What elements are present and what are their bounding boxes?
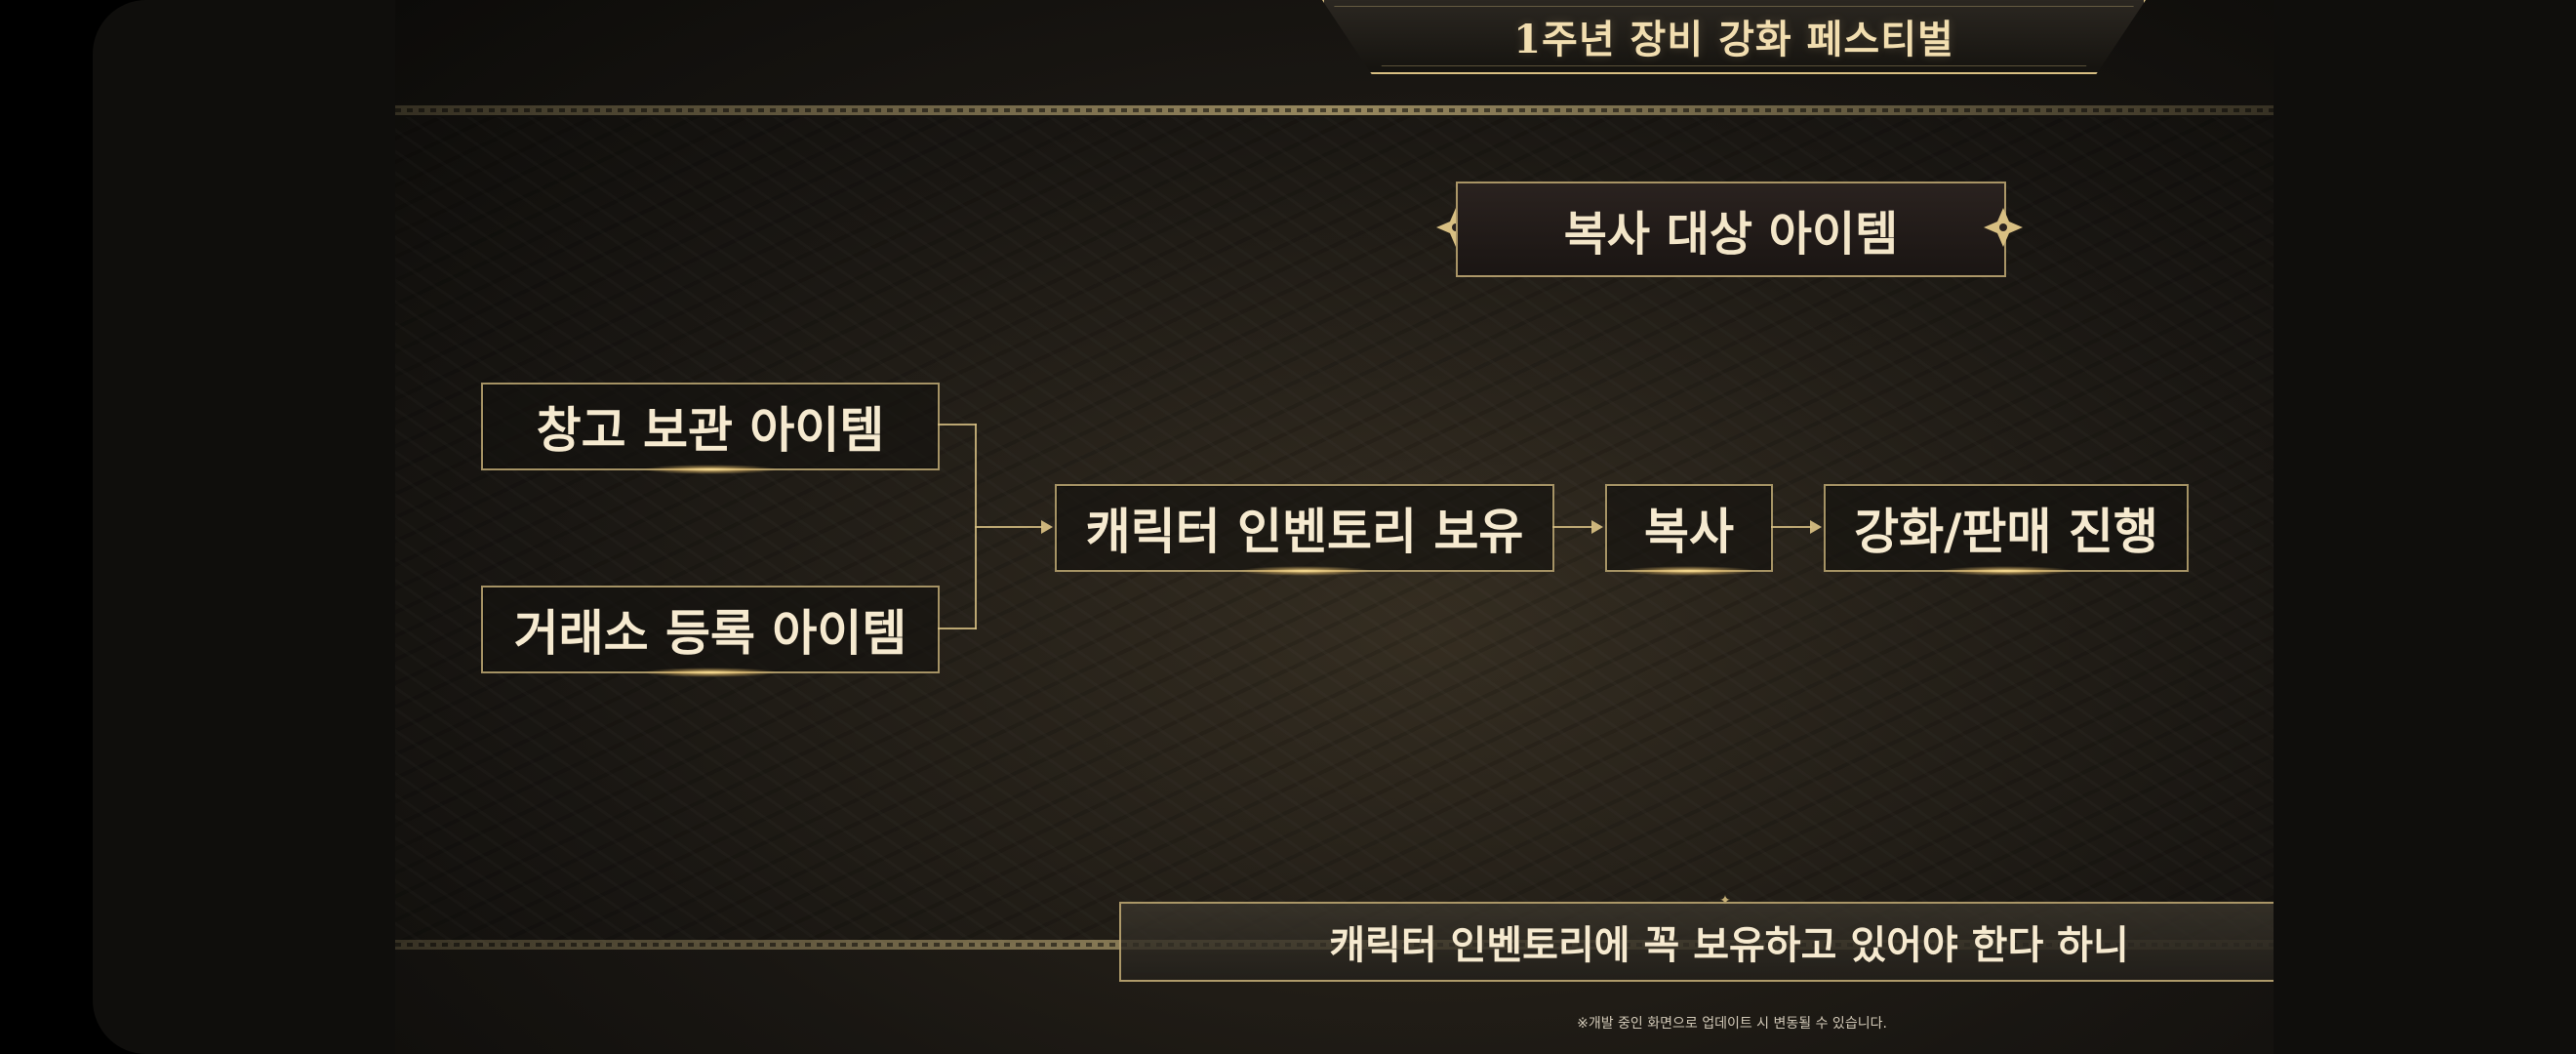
source-box-exchange-label: 거래소 등록 아이템	[513, 605, 907, 662]
ornament-right-icon	[1982, 206, 2025, 249]
copy-target-title-text: 복사 대상 아이템	[1563, 207, 1899, 262]
subtitle-caption: 캐릭터 인벤토리에 꼭 보유하고 있어야 한다 하니	[1119, 902, 2274, 982]
source-box-exchange: 거래소 등록 아이템	[481, 586, 940, 677]
event-banner-title: 1주년 장비 강화 페스티벌	[1322, 0, 2146, 74]
connector-copy-to-enhance	[1771, 526, 1812, 528]
step-inventory-glow	[1236, 566, 1373, 576]
copy-target-title: 복사 대상 아이템	[1456, 182, 2006, 277]
step-copy-glow	[1621, 566, 1757, 576]
subtitle-text: 캐릭터 인벤토리에 꼭 보유하고 있어야 한다 하니	[1329, 923, 2129, 968]
arrow-to-inventory-icon	[1041, 520, 1053, 534]
step-copy-label: 복사	[1644, 504, 1734, 560]
development-disclaimer: ※개발 중인 화면으로 업데이트 시 변동될 수 있습니다.	[1577, 1016, 1887, 1032]
connector-inventory-to-copy	[1552, 526, 1593, 528]
connector-bottom	[938, 628, 977, 629]
step-enhance-sell: 강화/판매 진행	[1824, 484, 2189, 576]
subtitle-marker-icon: ✦	[1719, 893, 1731, 909]
step-inventory-label: 캐릭터 인벤토리 보유	[1085, 504, 1524, 560]
connector-top	[938, 424, 977, 426]
source-box-storage-label: 창고 보관 아이템	[536, 402, 885, 459]
top-decorative-rule	[395, 105, 2274, 115]
step-enhance-sell-label: 강화/판매 진행	[1854, 504, 2158, 560]
video-frame: 1주년 장비 강화 페스티벌 복사 대상 아이템 창고 보관 아이템 거래소 등…	[395, 0, 2274, 1054]
step-inventory: 캐릭터 인벤토리 보유	[1055, 484, 1554, 576]
source-box-storage: 창고 보관 아이템	[481, 383, 940, 474]
event-banner-title-text: 1주년 장비 강화 페스티벌	[1513, 17, 1954, 62]
source-box-exchange-glow	[642, 668, 779, 677]
source-box-storage-glow	[642, 465, 779, 474]
arrow-to-enhance-icon	[1810, 520, 1822, 534]
step-enhance-sell-glow	[1938, 566, 2074, 576]
arrow-to-copy-icon	[1591, 520, 1603, 534]
step-copy: 복사	[1605, 484, 1773, 576]
connector-to-inventory	[975, 526, 1043, 528]
